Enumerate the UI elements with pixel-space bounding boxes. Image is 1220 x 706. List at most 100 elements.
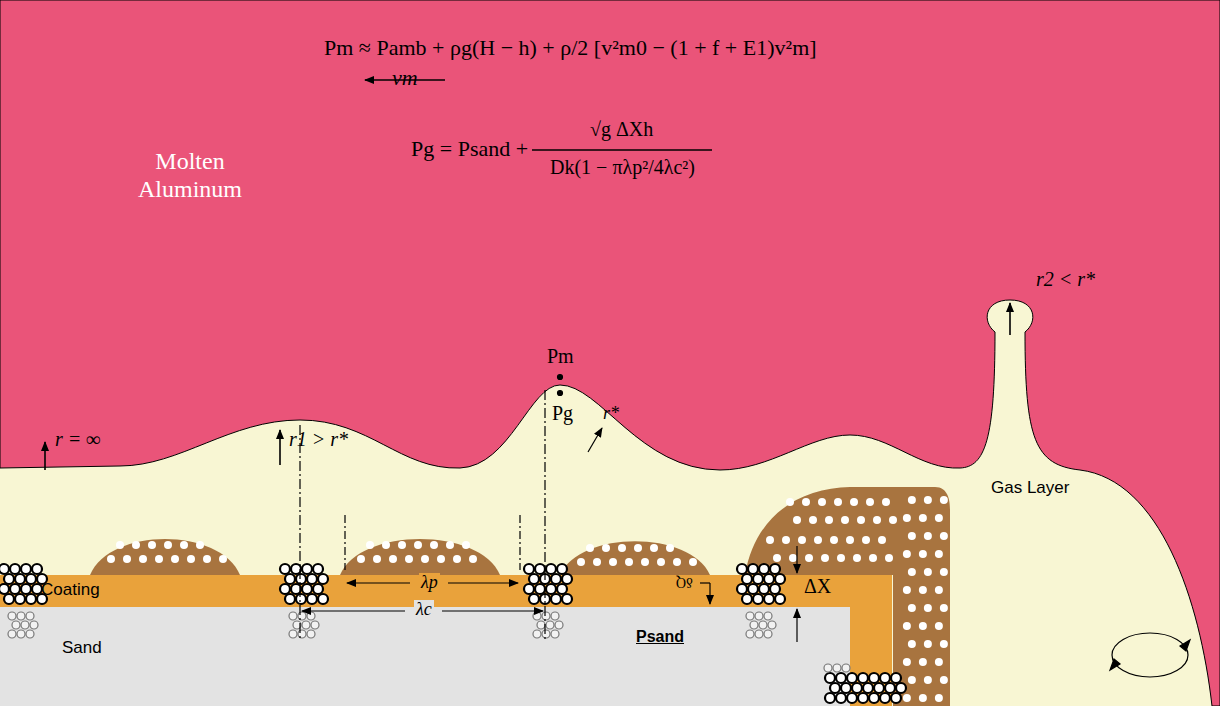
sand-grain xyxy=(542,612,550,620)
bubble-dot xyxy=(873,516,881,524)
bubble-dot xyxy=(940,532,948,540)
sand-grain xyxy=(551,594,561,604)
sand-grain xyxy=(280,584,290,594)
sand-grain xyxy=(869,673,879,683)
equation-denominator: Dk(1 − πλp²/4λc²) xyxy=(550,156,695,178)
bubble-dot xyxy=(830,536,838,544)
sand-grain xyxy=(842,664,850,672)
sand-grain xyxy=(562,574,572,584)
bubble-dot xyxy=(940,496,948,504)
bubble-dot xyxy=(869,554,877,562)
sand-grain xyxy=(748,584,758,594)
pressure-label: Pm xyxy=(547,345,574,367)
sand-grain xyxy=(858,673,868,683)
sand-grain xyxy=(302,621,310,629)
bubble-dot xyxy=(908,532,916,540)
radius-label: r2 < r* xyxy=(1036,268,1095,290)
sand-grain xyxy=(880,673,890,683)
thickness-label: ΔX xyxy=(804,575,831,597)
sand-grain xyxy=(775,594,785,604)
bubble-dot xyxy=(857,516,865,524)
sand-grain xyxy=(15,574,25,584)
bubble-dot xyxy=(798,536,806,544)
bubble-dot xyxy=(430,541,438,549)
sand-grain xyxy=(307,594,317,604)
bubble-dot xyxy=(609,558,617,566)
bubble-dot xyxy=(789,554,797,562)
sand-grain xyxy=(551,612,559,620)
bubble-dot xyxy=(766,536,774,544)
bubble-dot xyxy=(853,554,861,562)
sand-grain xyxy=(8,612,16,620)
sand-grain xyxy=(750,621,758,629)
sand-grain xyxy=(891,693,901,703)
sand-grain xyxy=(10,584,20,594)
sand-grain xyxy=(775,574,785,584)
bubble-dot xyxy=(382,541,390,549)
sand-grain xyxy=(12,621,20,629)
sand-grain xyxy=(863,683,873,693)
sand-grain xyxy=(542,630,550,638)
sand-grain xyxy=(296,574,306,584)
bubble-dot xyxy=(462,541,470,549)
sand-grain xyxy=(824,664,832,672)
sand-grain xyxy=(318,594,328,604)
sand-grain xyxy=(529,574,539,584)
sand-grain xyxy=(753,574,763,584)
sand-grain xyxy=(537,621,545,629)
coating-blister xyxy=(90,539,240,575)
bubble-dot xyxy=(107,555,115,563)
sand-grain xyxy=(30,621,38,629)
coating-blister xyxy=(560,541,710,575)
sand-grain xyxy=(529,594,539,604)
sand-grain xyxy=(311,621,319,629)
bubble-dot xyxy=(919,586,927,594)
bubble-dot xyxy=(818,498,826,506)
bubble-dot xyxy=(846,536,854,544)
sand-grain xyxy=(755,612,763,620)
sand-grain xyxy=(825,693,835,703)
sand-grain xyxy=(748,564,758,574)
spacing-label: λc xyxy=(414,600,434,620)
region-label: Molten Aluminum xyxy=(115,148,265,203)
bubble-dot xyxy=(366,541,374,549)
bubble-dot xyxy=(689,558,697,566)
bubble-dot xyxy=(924,604,932,612)
bubble-dot xyxy=(203,555,211,563)
sand-grain xyxy=(10,564,20,574)
sand-grain xyxy=(546,584,556,594)
sand-grain xyxy=(770,584,780,594)
radius-label: r1 > r* xyxy=(289,428,348,450)
bubble-dot xyxy=(908,604,916,612)
sand-grain-clusters xyxy=(0,564,906,703)
bubble-dot xyxy=(650,544,658,552)
sand-grain xyxy=(830,683,840,693)
bubble-dot xyxy=(634,544,642,552)
region-node: Coating xyxy=(41,580,100,600)
sand-grain xyxy=(296,594,306,604)
sand-grain xyxy=(891,673,901,683)
bubble-dot xyxy=(773,554,781,562)
bubble-dot xyxy=(924,532,932,540)
sand-grain xyxy=(307,574,317,584)
bubble-dot xyxy=(666,544,674,552)
gas-escape-channel xyxy=(745,487,950,706)
sand-grain xyxy=(533,612,541,620)
bubble-dot xyxy=(903,586,911,594)
sand-grain xyxy=(746,630,754,638)
bubble-dot xyxy=(935,586,943,594)
sand-grain xyxy=(15,594,25,604)
bubble-dot xyxy=(919,622,927,630)
sand-grain xyxy=(764,594,774,604)
bubble-dot xyxy=(908,568,916,576)
bubble-dot xyxy=(814,536,822,544)
sand-region xyxy=(0,607,850,706)
equation-numerator: √g ΔXh xyxy=(590,118,653,140)
bubble-dot xyxy=(782,536,790,544)
sand-grain xyxy=(535,584,545,594)
sand-grain xyxy=(0,564,9,574)
sand-grain xyxy=(524,564,534,574)
bubble-dot xyxy=(940,568,948,576)
sand-grain xyxy=(298,612,306,620)
